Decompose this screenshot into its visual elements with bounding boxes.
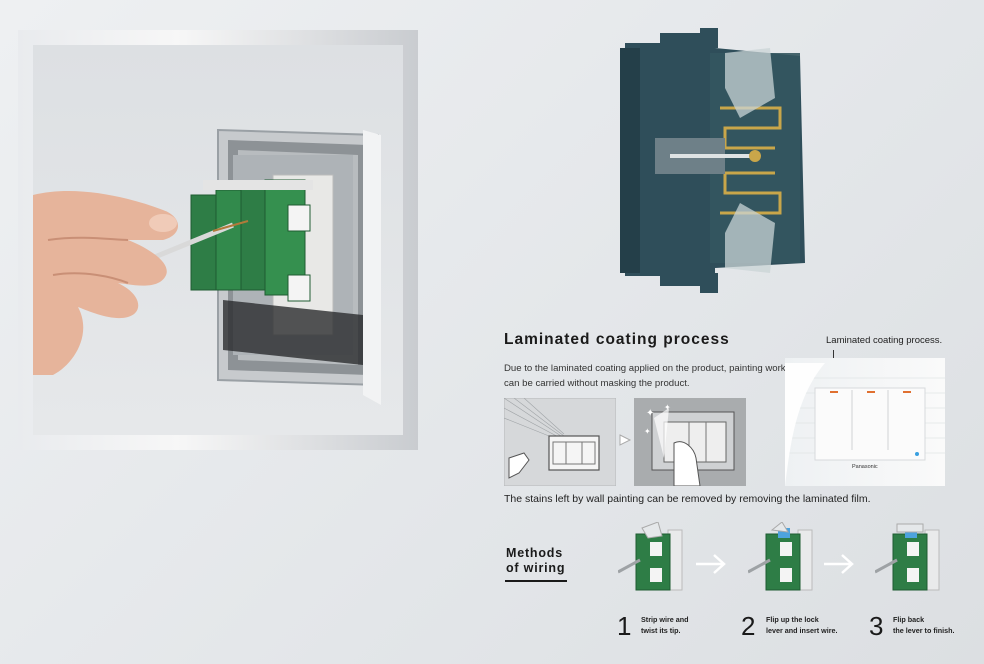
- step-2-number: 2: [741, 611, 756, 641]
- switch-cross-section-image: [615, 28, 815, 293]
- product-photo-frame: [18, 30, 418, 450]
- arrow-right-icon: [618, 432, 632, 448]
- svg-text:✦: ✦: [644, 427, 651, 436]
- svg-text:✦: ✦: [646, 408, 654, 419]
- laminated-callout-label: Laminated coating process.: [826, 335, 943, 346]
- methods-title-line1: Methods: [506, 546, 563, 560]
- step-3-text-line2: the lever to finish.: [893, 626, 955, 635]
- peeling-film-illustration: ✦ ✦ ✦: [634, 398, 746, 487]
- step-3-text-line1: Flip back: [893, 615, 925, 624]
- step-1-text-line2: twist its tip.: [641, 626, 681, 635]
- wiring-step-1-image: [617, 521, 688, 600]
- wiring-step-3-image: [874, 522, 945, 600]
- svg-text:✦: ✦: [664, 403, 671, 412]
- spray-painting-illustration: [503, 397, 617, 487]
- arrow-right-icon: [822, 553, 856, 575]
- methods-of-wiring-title: Methods of wiring: [506, 546, 565, 576]
- step-3-text: Flip back the lever to finish.: [893, 614, 955, 636]
- methods-title-line2: of wiring: [506, 561, 566, 575]
- arrow-right-icon: [694, 553, 728, 575]
- stains-note: The stains left by wall painting can be …: [504, 493, 871, 505]
- step-1-text: Strip wire and twist its tip.: [641, 614, 689, 636]
- step-2-text: Flip up the lock lever and insert wire.: [766, 614, 838, 636]
- wiring-step-2-image: [747, 521, 818, 600]
- laminated-section-title: Laminated coating process: [504, 331, 730, 348]
- switch-with-laminate-photo: Panasonic: [785, 358, 945, 486]
- panasonic-brand-mark: Panasonic: [852, 464, 878, 470]
- step-2-text-line2: lever and insert wire.: [766, 626, 838, 635]
- step-2-text-line1: Flip up the lock: [766, 615, 819, 624]
- methods-underline: [505, 580, 567, 582]
- laminated-description: Due to the laminated coating applied on …: [504, 363, 786, 389]
- step-1-number: 1: [617, 611, 632, 641]
- step-3-number: 3: [869, 611, 884, 641]
- step-1-text-line1: Strip wire and: [641, 615, 689, 624]
- product-photo: [33, 45, 403, 435]
